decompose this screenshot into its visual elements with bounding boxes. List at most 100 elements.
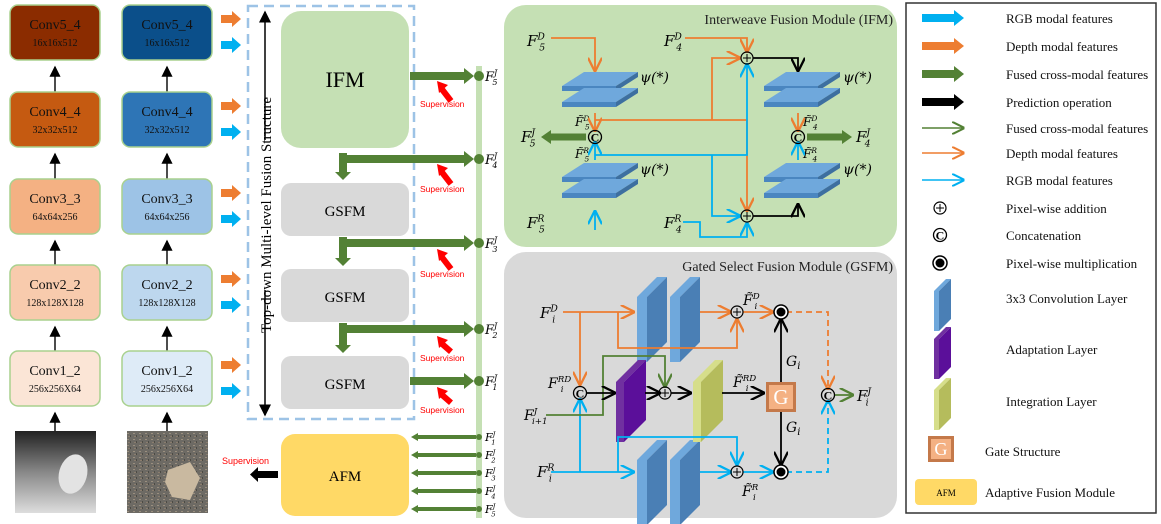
prediction-arrow	[250, 467, 278, 482]
legend-thick-arrow	[922, 66, 964, 82]
gsfm-multiplication-rgb	[773, 464, 789, 480]
fused-output-arrow	[410, 68, 474, 84]
layer-top	[670, 440, 700, 460]
conv-block-size: 16x16x512	[33, 38, 78, 49]
concatenation-icon	[790, 129, 806, 145]
arrow-head	[464, 68, 474, 84]
layer-edge	[670, 460, 680, 524]
gsfm-module-block-1[interactable]: GSFM	[281, 183, 409, 236]
legend-label: RGB modal features	[1006, 11, 1113, 26]
legend-item: Fused cross-modal features	[922, 121, 1148, 136]
arrow-head	[464, 151, 474, 167]
arrow-head	[232, 37, 241, 53]
ifm-depth-line	[685, 37, 747, 51]
ifm-addition-bottom	[740, 209, 754, 223]
mult-dot	[776, 307, 786, 317]
ifm-rgb-line	[683, 221, 747, 238]
ifm-panel-title: Interweave Fusion Module (IFM)	[704, 13, 893, 28]
depth-feature-arrow	[221, 357, 241, 373]
legend-label: Adaptation Layer	[1006, 342, 1098, 357]
legend-label: Depth modal features	[1006, 39, 1118, 54]
addition-icon	[730, 305, 744, 319]
legend-item: Integration Layer	[934, 378, 1097, 430]
gsfm-conv-layer	[670, 277, 700, 362]
supervision-label: Supervision	[420, 99, 465, 109]
arrow-shaft	[922, 70, 954, 78]
layer-face	[939, 279, 951, 331]
fused-down-arrow	[335, 323, 351, 353]
fusion-structure-title: Top-down Multi-level Fusion Structure	[259, 97, 275, 333]
conv-block-name: Conv3_3	[141, 192, 192, 207]
layer-top	[670, 277, 700, 297]
layer-face	[939, 327, 951, 379]
layer-face	[624, 360, 646, 442]
gsfm-module-label: GSFM	[325, 377, 366, 393]
legend-thick-arrow	[922, 94, 964, 110]
conv-block-name: Conv3_3	[29, 192, 80, 207]
addition-icon	[740, 209, 754, 223]
arrow-shaft	[922, 14, 954, 22]
depth-feature-arrow	[221, 185, 241, 201]
afm-module-block[interactable]: AFM	[281, 434, 409, 516]
legend-label: Depth modal features	[1006, 146, 1118, 161]
supervision-indicator: Supervision	[420, 164, 465, 194]
legend-label: Adaptive Fusion Module	[985, 485, 1115, 500]
slab-side	[616, 72, 638, 91]
arrow-shaft	[418, 435, 476, 439]
slab-front	[764, 102, 818, 107]
arrow-head	[232, 383, 241, 399]
fused-output-arrow	[410, 373, 474, 389]
arrow-head	[232, 211, 241, 227]
gsfm-module-label: GSFM	[325, 290, 366, 306]
conv-block-box	[121, 350, 213, 407]
ifm-module-block[interactable]: IFM	[281, 11, 409, 148]
multiplication-icon	[932, 255, 948, 271]
fused-down-arrow	[335, 153, 351, 180]
depth-input-image	[15, 431, 96, 513]
gsfm-module-block-2[interactable]: GSFM	[281, 269, 409, 322]
arrow-shaft	[221, 15, 232, 23]
thick-depth-arrow-icon	[922, 38, 964, 54]
conv-block-size: 32x32x512	[145, 125, 190, 136]
fused-down-arrow	[335, 237, 351, 266]
layer-top	[934, 378, 951, 390]
gsfm-fused-line	[546, 355, 665, 416]
conv-block-size: 128x128X128	[26, 298, 83, 309]
arrow-shaft	[410, 72, 464, 80]
fused-output-arrow	[343, 151, 474, 167]
gsfm-module-block-3[interactable]: GSFM	[281, 356, 409, 409]
ifm-depth-line	[711, 58, 739, 120]
arrow-head	[232, 297, 241, 313]
arrow-shaft	[221, 189, 232, 197]
supervision-arrow-shaft	[438, 254, 454, 271]
arrow-head	[232, 185, 241, 201]
